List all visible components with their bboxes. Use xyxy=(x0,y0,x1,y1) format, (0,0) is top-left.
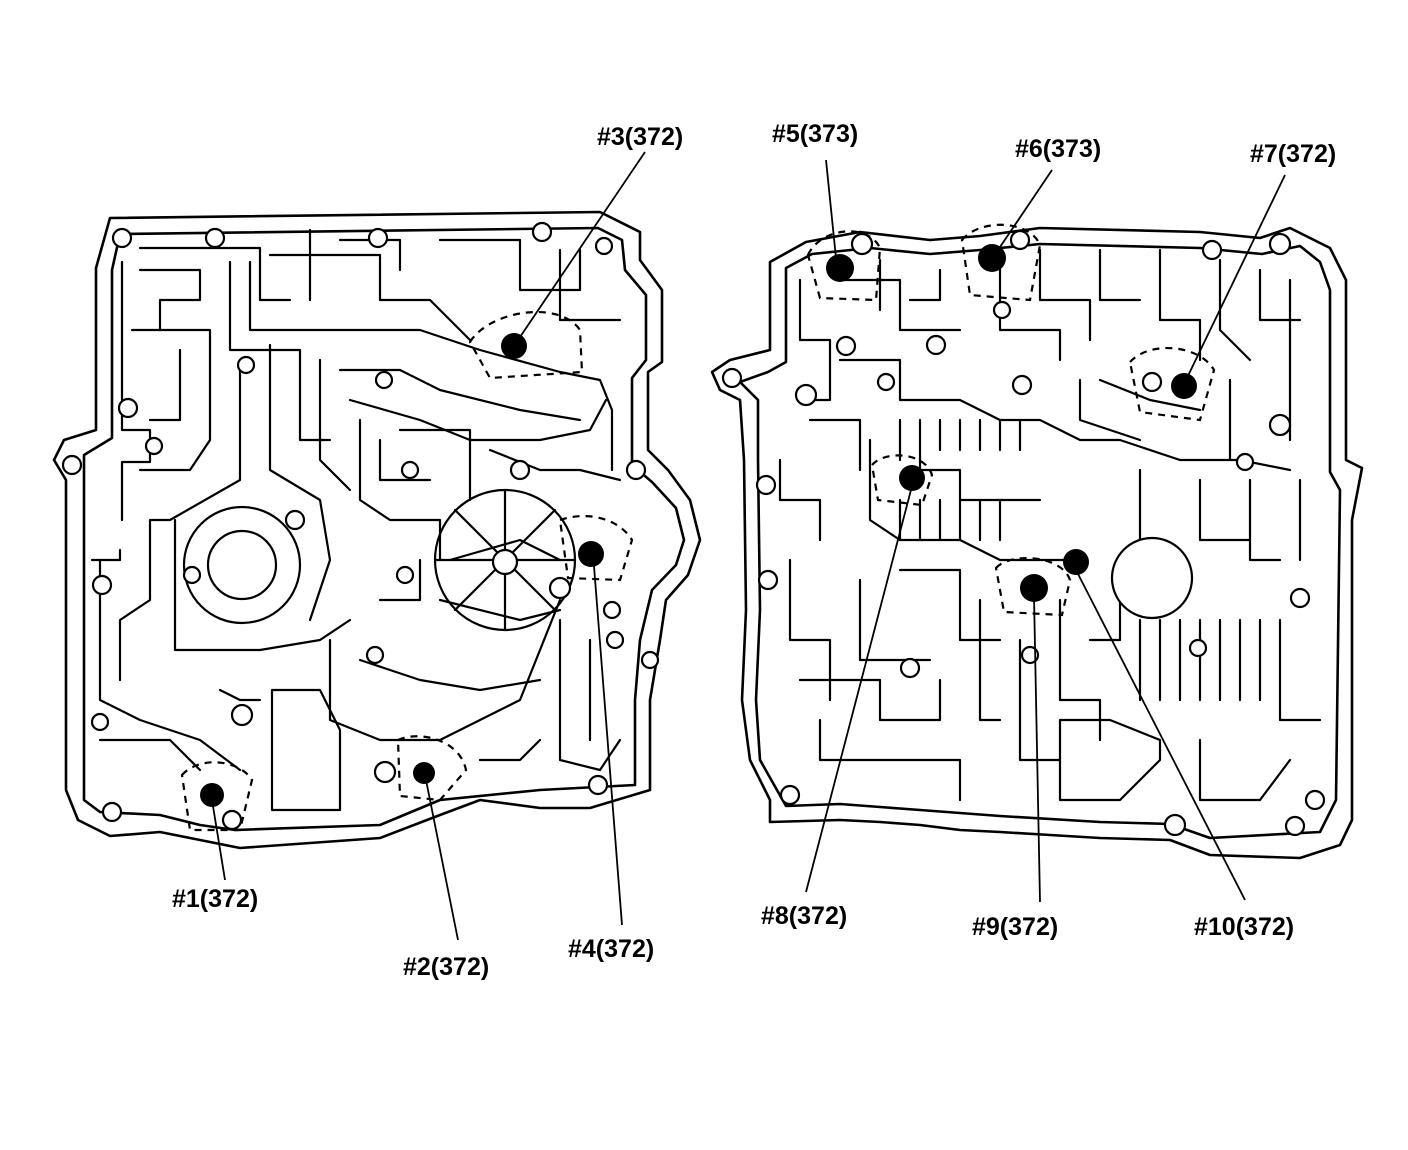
check-ball-10 xyxy=(1063,549,1089,575)
check-ball-7 xyxy=(1171,373,1197,399)
check-ball-1 xyxy=(200,783,224,807)
callout-1: #1(372) xyxy=(172,885,258,913)
callout-5: #5(373) xyxy=(772,120,858,148)
callout-3: #3(372) xyxy=(597,123,683,151)
right-separator-plate xyxy=(710,223,1364,860)
check-ball-2 xyxy=(413,762,435,784)
right-bolt-holes xyxy=(721,229,1326,837)
check-ball-8 xyxy=(899,465,925,491)
callout-2: #2(372) xyxy=(403,953,489,981)
check-ball-9 xyxy=(1020,574,1048,602)
callout-7: #7(372) xyxy=(1250,140,1336,168)
callout-9: #9(372) xyxy=(972,913,1058,941)
callout-6: #6(373) xyxy=(1015,135,1101,163)
check-ball-4 xyxy=(578,541,604,567)
leader-lines xyxy=(211,151,1286,941)
left-separator-plate xyxy=(52,210,702,850)
check-ball-6 xyxy=(978,244,1006,272)
callout-10: #10(372) xyxy=(1194,913,1294,941)
callout-4: #4(372) xyxy=(568,935,654,963)
callout-8: #8(372) xyxy=(761,902,847,930)
check-ball-3 xyxy=(501,333,527,359)
left-bolt-holes xyxy=(61,221,660,831)
check-ball-5 xyxy=(826,254,854,282)
